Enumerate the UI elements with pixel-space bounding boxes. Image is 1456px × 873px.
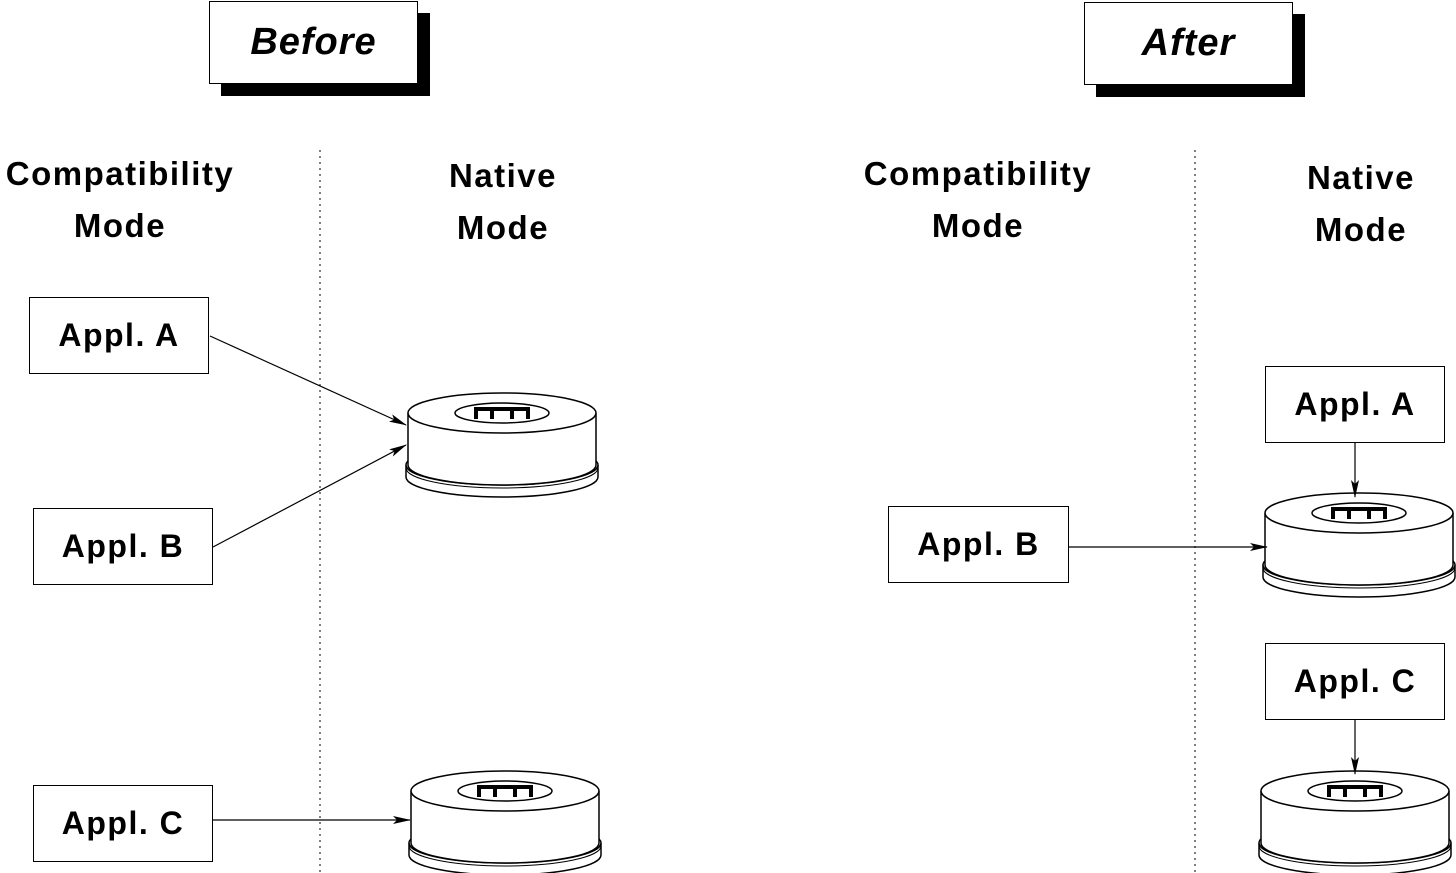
before-appl-b-box: Appl. B bbox=[33, 508, 213, 585]
disk-pack-icon bbox=[407, 769, 603, 873]
arrow-appl-b-to-disk bbox=[212, 444, 407, 548]
before-compat-mode-label: Compatibility Mode bbox=[5, 155, 235, 244]
disk-pack-icon bbox=[1257, 769, 1453, 873]
after-title: After bbox=[1084, 2, 1293, 85]
disk-pack-icon bbox=[404, 391, 600, 499]
before-title: Before bbox=[209, 1, 418, 84]
after-appl-a-box: Appl. A bbox=[1265, 366, 1445, 443]
disk-pack-icon bbox=[1261, 491, 1456, 599]
after-compat-mode-label: Compatibility Mode bbox=[863, 155, 1093, 244]
after-native-mode-label: Native Mode bbox=[1306, 159, 1416, 248]
before-appl-a-box: Appl. A bbox=[29, 297, 209, 374]
after-appl-c-box: Appl. C bbox=[1265, 643, 1445, 720]
after-appl-b-box: Appl. B bbox=[888, 506, 1069, 583]
arrow-appl-a-to-disk bbox=[209, 335, 407, 426]
before-appl-c-box: Appl. C bbox=[33, 785, 213, 862]
before-native-mode-label: Native Mode bbox=[448, 157, 558, 246]
